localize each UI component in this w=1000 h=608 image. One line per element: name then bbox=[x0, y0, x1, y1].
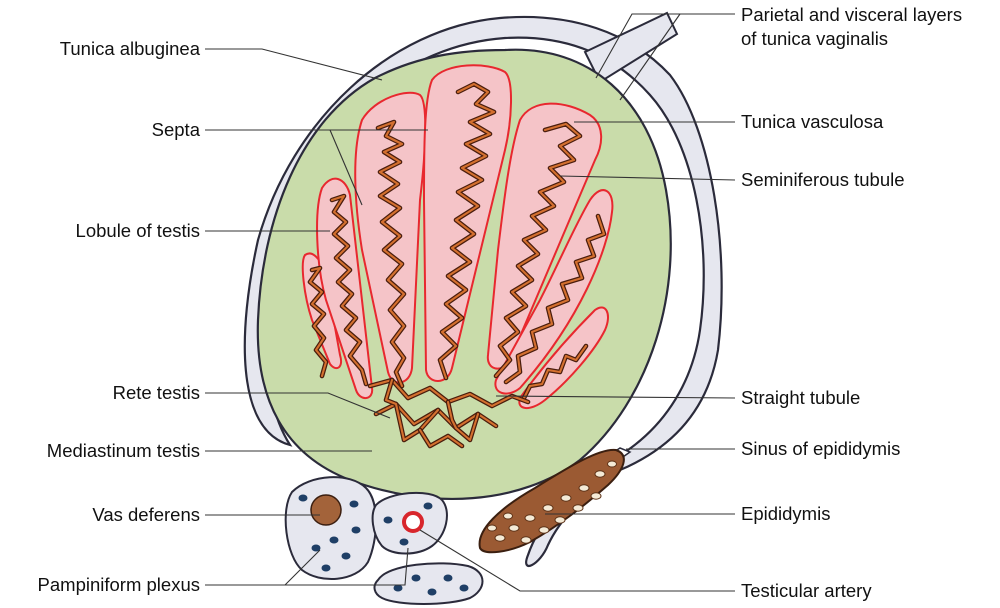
vein-dot bbox=[460, 585, 469, 592]
label-tunica-vaginalis-line2: of tunica vaginalis bbox=[741, 28, 888, 49]
vas-deferens-section bbox=[286, 477, 376, 579]
testicular-artery bbox=[404, 513, 422, 531]
vein-dot bbox=[352, 527, 361, 534]
label-pampiniform-plexus: Pampiniform plexus bbox=[38, 574, 200, 595]
vein-dot bbox=[412, 575, 421, 582]
vein-dot bbox=[350, 501, 359, 508]
label-septa: Septa bbox=[152, 119, 201, 140]
label-epididymis: Epididymis bbox=[741, 503, 830, 524]
label-lobule-of-testis: Lobule of testis bbox=[76, 220, 200, 241]
label-seminiferous-tubule: Seminiferous tubule bbox=[741, 169, 905, 190]
label-tunica-vaginalis-line1: Parietal and visceral layers bbox=[741, 4, 962, 25]
label-rete-testis: Rete testis bbox=[113, 382, 200, 403]
vas-deferens bbox=[311, 495, 341, 525]
vein-dot bbox=[330, 537, 339, 544]
vein-dot bbox=[428, 589, 437, 596]
vein-dot bbox=[384, 517, 393, 524]
vein-dot bbox=[444, 575, 453, 582]
testicular-artery-section bbox=[373, 493, 447, 554]
leader-tunica-albuginea bbox=[205, 49, 382, 80]
label-tunica-albuginea: Tunica albuginea bbox=[60, 38, 201, 59]
label-tunica-vasculosa: Tunica vasculosa bbox=[741, 111, 884, 132]
label-sinus-of-epididymis: Sinus of epididymis bbox=[741, 438, 900, 459]
label-straight-tubule: Straight tubule bbox=[741, 387, 860, 408]
vein-dot bbox=[424, 503, 433, 510]
pampiniform-section bbox=[375, 563, 483, 604]
vein-dot bbox=[299, 495, 308, 502]
label-mediastinum-testis: Mediastinum testis bbox=[47, 440, 200, 461]
vein-dot bbox=[322, 565, 331, 572]
vein-dot bbox=[400, 539, 409, 546]
label-vas-deferens: Vas deferens bbox=[92, 504, 200, 525]
vein-dot bbox=[342, 553, 351, 560]
label-testicular-artery: Testicular artery bbox=[741, 580, 872, 601]
